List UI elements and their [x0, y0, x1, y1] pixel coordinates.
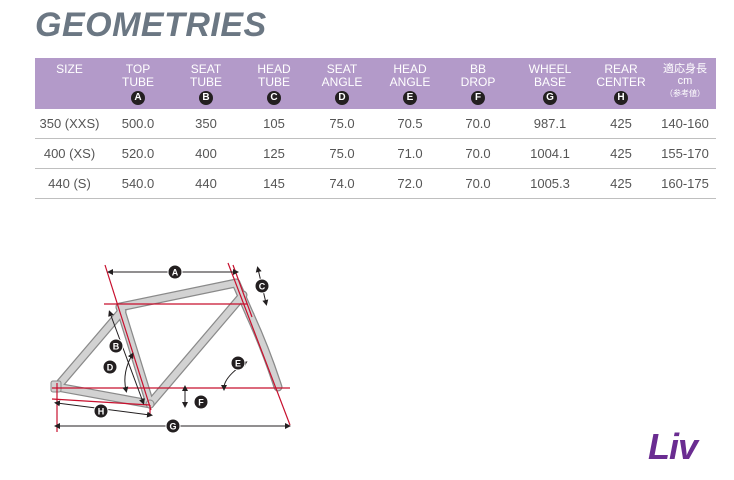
header-bb-drop: BB DROP F: [444, 58, 512, 109]
letter-badge-e: E: [403, 91, 417, 105]
cell-rider-height: 155-170: [654, 138, 716, 169]
cell-rear-center: 425: [588, 138, 654, 169]
letter-badge-a: A: [131, 91, 145, 105]
cell-seat-angle: 74.0: [308, 168, 376, 199]
svg-text:D: D: [107, 363, 114, 373]
cell-bb-drop: 70.0: [444, 168, 512, 199]
cell-bb-drop: 70.0: [444, 138, 512, 169]
cell-top-tube: 540.0: [104, 168, 172, 199]
header-seat-angle: SEAT ANGLE D: [308, 58, 376, 109]
svg-text:F: F: [198, 398, 204, 408]
svg-text:E: E: [235, 359, 241, 369]
header-head-tube: HEAD TUBE C: [240, 58, 308, 109]
diagram-badge-e: E: [230, 355, 246, 371]
cell-head-tube: 105: [240, 109, 308, 139]
svg-text:A: A: [172, 268, 179, 278]
header-rear-center: REAR CENTER H: [588, 58, 654, 109]
cell-head-angle: 70.5: [376, 109, 444, 139]
cell-rear-center: 425: [588, 109, 654, 139]
cell-top-tube: 500.0: [104, 109, 172, 139]
cell-rear-center: 425: [588, 168, 654, 199]
header-top-tube: TOP TUBE A: [104, 58, 172, 109]
svg-text:H: H: [98, 407, 105, 417]
letter-badge-f: F: [471, 91, 485, 105]
svg-text:C: C: [259, 282, 266, 292]
cell-rider-height: 160-175: [654, 168, 716, 199]
diagram-badge-c: C: [254, 278, 270, 294]
cell-seat-angle: 75.0: [308, 109, 376, 139]
cell-seat-tube: 400: [172, 138, 240, 169]
letter-badge-b: B: [199, 91, 213, 105]
cell-wheel-base: 1005.3: [512, 168, 588, 199]
cell-bb-drop: 70.0: [444, 109, 512, 139]
cell-head-angle: 71.0: [376, 138, 444, 169]
bike-frame: [50, 278, 283, 409]
header-seat-tube: SEAT TUBE B: [172, 58, 240, 109]
cell-seat-tube: 350: [172, 109, 240, 139]
header-wheel-base: WHEEL BASE G: [512, 58, 588, 109]
frame-geometry-diagram: A C B D E F H G: [50, 262, 291, 434]
cell-seat-tube: 440: [172, 168, 240, 199]
table-row: 350 (XXS) 500.0 350 105 75.0 70.5 70.0 9…: [35, 109, 716, 139]
geometry-table: SIZE TOP TUBE A SEAT TUBE B HEAD TUBE C …: [35, 58, 716, 199]
diagram-badge-b: B: [108, 338, 124, 354]
letter-badge-c: C: [267, 91, 281, 105]
liv-logo: Liv: [648, 426, 698, 467]
header-row: SIZE TOP TUBE A SEAT TUBE B HEAD TUBE C …: [35, 58, 716, 109]
diagram-badge-a: A: [167, 264, 183, 280]
letter-badge-d: D: [335, 91, 349, 105]
letter-badge-g: G: [543, 91, 557, 105]
cell-size: 440 (S): [35, 168, 104, 199]
svg-text:B: B: [113, 342, 120, 352]
cell-wheel-base: 1004.1: [512, 138, 588, 169]
header-head-angle: HEAD ANGLE E: [376, 58, 444, 109]
cell-head-tube: 125: [240, 138, 308, 169]
diagram-badge-d: D: [102, 359, 118, 375]
table-row: 440 (S) 540.0 440 145 74.0 72.0 70.0 100…: [35, 168, 716, 199]
cell-head-angle: 72.0: [376, 168, 444, 199]
cell-wheel-base: 987.1: [512, 109, 588, 139]
table-row: 400 (XS) 520.0 400 125 75.0 71.0 70.0 10…: [35, 138, 716, 169]
header-size: SIZE: [35, 58, 104, 109]
cell-seat-angle: 75.0: [308, 138, 376, 169]
cell-size: 400 (XS): [35, 138, 104, 169]
cell-head-tube: 145: [240, 168, 308, 199]
page-title: GEOMETRIES: [35, 6, 267, 44]
diagram-badge-h: H: [93, 403, 109, 419]
diagram-badge-f: F: [193, 394, 209, 410]
cell-rider-height: 140-160: [654, 109, 716, 139]
cell-size: 350 (XXS): [35, 109, 104, 139]
letter-badge-h: H: [614, 91, 628, 105]
header-rider-height: 適応身長 cm （参考値）: [654, 58, 716, 109]
svg-text:G: G: [169, 422, 176, 432]
cell-top-tube: 520.0: [104, 138, 172, 169]
diagram-badge-g: G: [165, 418, 181, 434]
